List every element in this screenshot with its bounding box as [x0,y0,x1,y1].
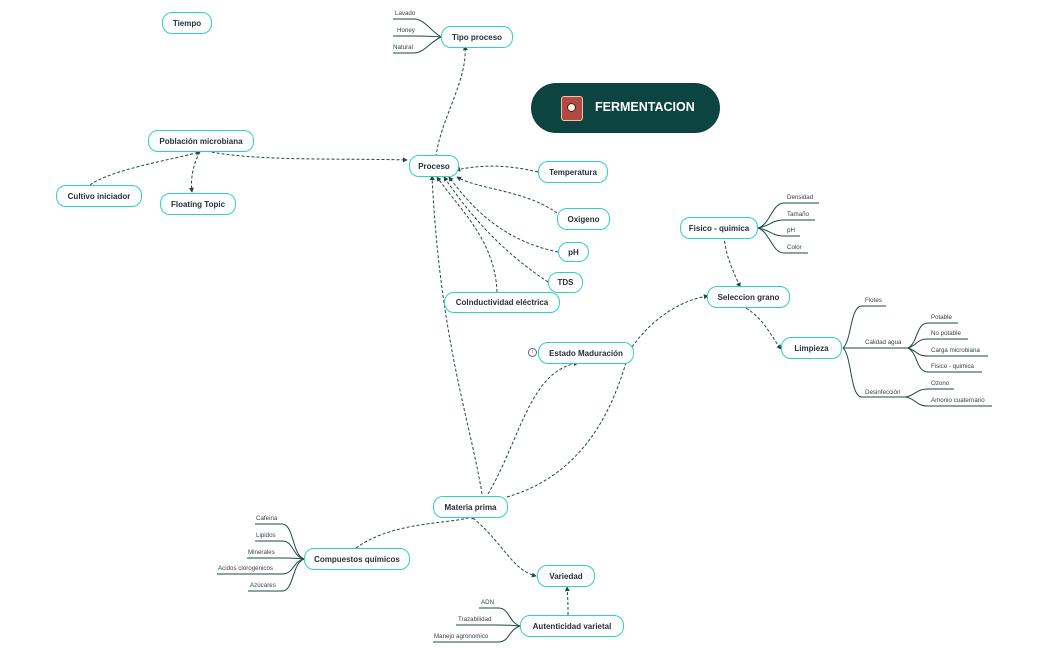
leaf-color[interactable]: Color [787,244,802,251]
leaf-minerales[interactable]: Minerales [248,549,275,556]
link-materia-estado [487,361,579,495]
link-materia-seleccion [506,294,709,498]
topic-label: Floating Topic [170,199,226,209]
link-proceso-tipo [435,45,468,158]
topic-seleccion-grano[interactable]: Seleccion grano [707,286,790,308]
topic-temperatura[interactable]: Temperatura [538,161,608,183]
leaf-adn[interactable]: ADN [481,599,495,606]
topic-conductividad[interactable]: Colnductividad eléctrica [444,292,560,313]
leaf-fisico-quimica-agua[interactable]: Fisico - quimica [931,363,974,370]
leaf-no-potable[interactable]: No potable [931,330,961,337]
link-seleccion-limpieza [745,307,782,350]
leaf-calidad-agua[interactable]: Calidad agua [865,339,902,346]
link-ph-proceso [448,176,559,253]
topic-poblacion-microbiana[interactable]: Población microbiana [148,130,254,152]
leaf-potable[interactable]: Potable [931,314,952,321]
topic-label: Compuestos químicos [314,554,400,564]
topic-limpieza[interactable]: Limpieza [781,337,842,359]
leaf-natural[interactable]: Natural [393,44,413,51]
topic-label: Variedad [549,571,583,581]
topic-oxigeno[interactable]: Oxigeno [557,208,610,230]
leaf-tamano[interactable]: Tamaño [787,211,810,218]
link-poblacion-floating [188,151,201,193]
topic-proceso[interactable]: Proceso [409,155,459,177]
info-icon[interactable]: i [528,348,537,357]
topic-materia-prima[interactable]: Materia prima [433,496,508,518]
topic-label: Proceso [418,161,450,171]
link-tds-proceso [443,176,549,283]
topic-autenticidad-varietal[interactable]: Autenticidad varietal [520,615,624,637]
topic-floating[interactable]: Floating Topic [160,193,236,215]
topic-compuestos-quimicos[interactable]: Compuestos químicos [304,548,410,570]
leaf-amonio-cuaternario[interactable]: Amonio cuaternario [931,397,985,404]
leaf-azucares[interactable]: Azúcares [250,582,276,589]
leaf-ozono[interactable]: Ozono [931,380,950,387]
topic-ph[interactable]: pH [558,242,589,262]
topic-label: Fisico - quimica [688,223,750,233]
leaf-cafeina[interactable]: Cafeina [256,515,278,522]
topic-fisico-quimica[interactable]: Fisico - quimica [680,217,758,239]
topic-label: Temperatura [549,167,597,177]
link-cultivo-poblacion [89,150,201,186]
topic-estado-maduracion[interactable]: Estado Maduración [538,342,634,364]
root-topic[interactable]: FERMENTACION [531,83,720,133]
topic-tds[interactable]: TDS [548,272,583,293]
leaf-lavado[interactable]: Lavado [395,10,416,17]
topic-label: Autenticidad varietal [532,621,612,631]
topic-tipo-proceso[interactable]: Tipo proceso [441,26,513,48]
leaf-desinfeccion[interactable]: Desinfección [865,389,901,396]
topic-variedad[interactable]: Variedad [537,565,595,587]
topic-label: Seleccion grano [717,292,780,302]
leaf-flotes[interactable]: Flotes [865,297,882,304]
topic-cultivo-iniciador[interactable]: Cultivo iniciador [56,185,142,207]
link-autenticidad-variedad [564,586,570,616]
link-compuestos-materia [355,515,476,549]
topic-label: Tipo proceso [451,32,503,42]
topic-tiempo[interactable]: Tiempo [162,12,212,34]
topic-label: Colnductividad eléctrica [455,298,549,307]
topic-label: pH [568,247,579,257]
topic-label: TDS [557,278,574,287]
leaf-densidad[interactable]: Densidad [787,194,814,201]
link-oxigeno-proceso [456,176,558,214]
root-title: FERMENTACION [595,100,695,114]
link-fisico-seleccion [723,235,741,288]
leaf-manejo-agronomico[interactable]: Manejo agronomico [434,633,489,640]
topic-label: Cultivo iniciador [67,191,131,201]
topic-label: Materia prima [444,502,497,512]
leaf-carga-microbiana[interactable]: Carga microbiana [931,347,980,354]
topic-label: Tiempo [172,18,202,28]
topic-label: Limpieza [794,343,829,353]
leaf-ph[interactable]: pH [787,227,795,234]
leaf-acidos-clorogenicos[interactable]: Acidos clorogénicos [218,565,274,572]
link-materia-variedad [472,517,537,578]
notebook-icon [561,96,583,121]
topic-label: Oxigeno [567,214,600,224]
link-poblacion-proceso [201,149,408,163]
link-conductividad-proceso [436,176,498,293]
link-temperatura-proceso [455,165,539,173]
link-materia-proceso [429,175,483,495]
leaf-honey[interactable]: Honey [397,27,415,34]
topic-label: Estado Maduración [549,348,623,358]
leaf-lipidos[interactable]: Lipidos [256,532,276,539]
topic-label: Población microbiana [159,136,243,146]
leaf-trazabilidad[interactable]: Trazabilidad [458,616,492,623]
